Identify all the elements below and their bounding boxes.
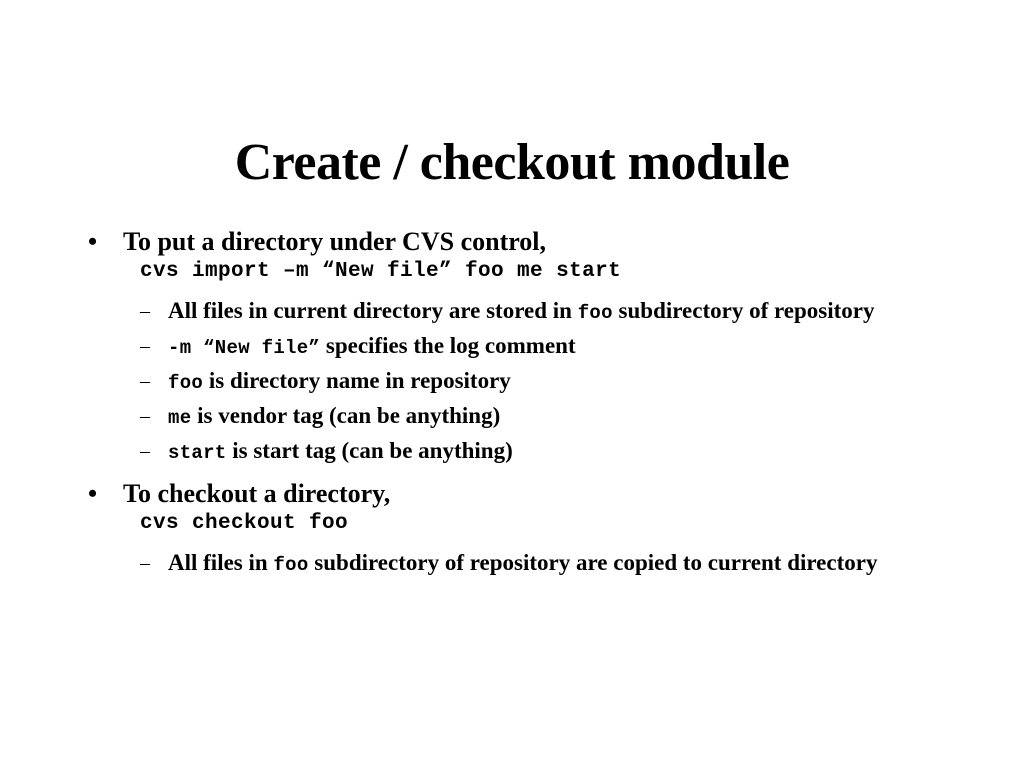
bullet-text: To put a directory under CVS control, [123,227,547,256]
inline-code: foo [577,302,613,324]
sub-bullet-item: –All files in foo subdirectory of reposi… [140,548,944,580]
sub-bullet-marker-icon: – [140,405,150,427]
sub-bullet-text: subdirectory of repository [612,298,875,323]
sub-bullet-marker-icon: – [140,300,150,322]
slide-body: • To put a directory under CVS control, cv… [84,226,944,580]
inline-code: me [168,407,192,429]
sub-bullet-text: subdirectory of repository are copied to… [308,550,878,575]
bullet-item: • To checkout a directory, [84,478,944,509]
block-spacer [84,287,944,293]
bullet-item: • To put a directory under CVS control, [84,226,944,257]
sub-bullet-text: All files in [168,550,274,575]
sub-bullet-item: –foo is directory name in repository [140,366,944,398]
sub-bullet-item: –-m “New file” specifies the log comment [140,331,944,363]
sub-bullet-text: is vendor tag (can be anything) [191,403,501,428]
inline-code: foo [168,372,204,394]
sub-bullet-text: All files in current directory are store… [168,298,578,323]
block-spacer [84,539,944,545]
bullet-marker-icon: • [88,479,98,508]
slide-title: Create / checkout module [234,133,790,191]
inline-code: start [168,442,227,464]
sub-bullet-text: specifies the log comment [320,333,576,358]
bullet-marker-icon: • [88,227,98,256]
code-line: cvs import –m “New file” foo me start [140,260,622,283]
inline-code: -m “New file” [168,337,321,359]
bullet-text: To checkout a directory, [123,479,391,508]
sub-bullet-item: –All files in current directory are stor… [140,296,944,328]
sub-bullet-marker-icon: – [140,370,150,392]
sub-bullet-marker-icon: – [140,552,150,574]
sub-bullet-text: is directory name in repository [203,368,511,393]
block-spacer [84,468,944,478]
sub-bullet-marker-icon: – [140,440,150,462]
sub-bullet-item: –me is vendor tag (can be anything) [140,401,944,433]
code-line: cvs checkout foo [140,512,349,535]
sub-bullet-marker-icon: – [140,335,150,357]
sub-bullet-text: is start tag (can be anything) [226,438,513,463]
sub-bullet-item: –start is start tag (can be anything) [140,436,944,468]
inline-code: foo [273,554,309,576]
